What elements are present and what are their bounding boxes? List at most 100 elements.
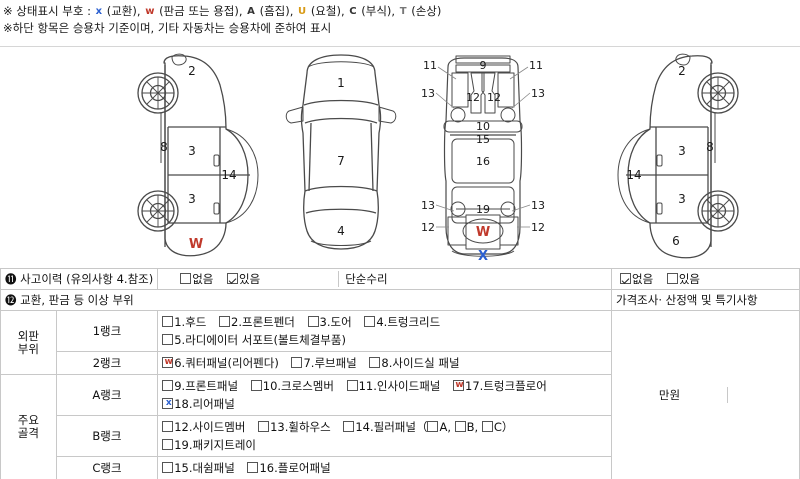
item-10-checkbox[interactable] bbox=[250, 380, 262, 391]
item-1-hood[interactable]: 1.후드 bbox=[162, 313, 206, 331]
simple-repair-none-checkbox[interactable] bbox=[620, 273, 631, 284]
item-8-checkbox[interactable] bbox=[369, 357, 381, 368]
diagram-label-14-left: 14 bbox=[221, 168, 236, 182]
item-12-side-member[interactable]: 12.사이드멤버 bbox=[162, 418, 245, 436]
rank-label-2: 2랭크 bbox=[55, 351, 159, 375]
diagram-label-13-rear-right: 13 bbox=[531, 199, 545, 212]
item-14-sub-a-label: A, bbox=[439, 420, 451, 434]
inspection-table: ⓫ 사고이력 (유의사항 4.참조) 없음 있음 단순수리 없음 있음 bbox=[0, 268, 800, 479]
diagram-label-16-floor-panel: 16 bbox=[476, 155, 490, 168]
accident-history-yes-label: 있음 bbox=[239, 272, 261, 286]
symbol-a-scratch: A bbox=[247, 6, 255, 17]
item-15-dash-panel[interactable]: 15.대쉼패널 bbox=[162, 459, 235, 477]
group-label-frame: 주요 골격 bbox=[0, 374, 57, 479]
diagram-left-side-view: 2 8 3 3 14 W bbox=[128, 51, 278, 261]
diagram-label-12-rear-right: 12 bbox=[531, 221, 545, 234]
items-rank2: 6.쿼터패널(리어펜다) 7.루브패널 8.사이드실 패널 bbox=[157, 351, 612, 375]
diagram-label-2-right: 2 bbox=[678, 64, 686, 78]
diagram-label-13-front-left: 13 bbox=[421, 87, 435, 100]
symbol-c-corrosion: C bbox=[349, 6, 357, 17]
item-2-checkbox[interactable] bbox=[219, 316, 231, 327]
item-7-checkbox[interactable] bbox=[291, 357, 303, 368]
item-14-sub-c-checkbox[interactable] bbox=[481, 421, 493, 432]
item-11-checkbox[interactable] bbox=[346, 380, 358, 391]
diagram-top-view: 1 7 4 bbox=[277, 51, 405, 261]
group-label-frame-line2: 골격 bbox=[17, 426, 39, 440]
diagram-label-3-front-left: 3 bbox=[188, 144, 196, 158]
item-14-pillar-panel[interactable]: 14.필러패널（A, B, C） bbox=[343, 418, 513, 436]
accident-history-label: ⓫ 사고이력 (유의사항 4.참조) bbox=[0, 268, 159, 290]
item-1-checkbox[interactable] bbox=[162, 316, 174, 327]
symbol-c-label: (부식), bbox=[361, 4, 396, 18]
item-15-checkbox[interactable] bbox=[162, 462, 174, 473]
symbol-u-label: (요철), bbox=[310, 4, 345, 18]
simple-repair-yes-label: 있음 bbox=[678, 272, 700, 286]
item-17-trunk-floor[interactable]: 17.트렁크플로어 bbox=[453, 377, 547, 395]
damage-section-label: ⓬ 교환, 판금 등 이상 부위 bbox=[0, 289, 612, 311]
item-6-quarter-panel[interactable]: 6.쿼터패널(리어펜다) bbox=[162, 354, 279, 372]
item-5-checkbox[interactable] bbox=[162, 334, 174, 345]
estimated-amount-cell[interactable]: 만원 bbox=[612, 387, 728, 403]
item-8-label: 8.사이드실 패널 bbox=[381, 356, 460, 370]
items-rankA-line1: 9.프론트패널 10.크로스멤버 11.인사이드패널 17.트렁크플로어 bbox=[162, 377, 607, 395]
item-11-inside-panel[interactable]: 11.인사이드패널 bbox=[346, 377, 440, 395]
item-13-wheel-house[interactable]: 13.휠하우스 bbox=[258, 418, 331, 436]
item-13-checkbox[interactable] bbox=[258, 421, 270, 432]
diagram-label-12-front-right: 12 bbox=[487, 91, 501, 104]
symbol-w-sheetmetal: w bbox=[145, 6, 155, 17]
accident-history-yes-checkbox[interactable] bbox=[227, 273, 239, 284]
item-14-sub-close: ） bbox=[501, 420, 514, 434]
diagram-label-12-rear-left: 12 bbox=[421, 221, 435, 234]
item-4-checkbox[interactable] bbox=[364, 316, 376, 327]
table-row-frame-rankB: B랭크 12.사이드멤버 13.휠하우스 14.필러패널（A, B, C）19.… bbox=[1, 415, 800, 457]
rank-label-1: 1랭크 bbox=[55, 310, 159, 352]
group-label-exterior-line2: 부위 bbox=[17, 341, 39, 356]
item-19-package-tray[interactable]: 19.패키지트레이 bbox=[162, 436, 256, 454]
item-14-sub-c-label: C bbox=[493, 420, 502, 434]
item-14-sub-a-checkbox[interactable] bbox=[427, 421, 439, 432]
item-14-checkbox[interactable] bbox=[343, 421, 355, 432]
item-5-radiator-support[interactable]: 5.라디에이터 서포트(볼트체결부품) bbox=[162, 331, 346, 349]
item-7-label: 7.루브패널 bbox=[303, 356, 357, 370]
item-8-side-sill-panel[interactable]: 8.사이드실 패널 bbox=[369, 354, 460, 372]
group-label-frame-line1: 주요 bbox=[17, 413, 39, 427]
diagram-right-side-view: 2 8 3 3 14 6 bbox=[598, 51, 748, 263]
item-2-front-fender[interactable]: 2.프론트펜더 bbox=[219, 313, 295, 331]
symbol-a-label: (흠집), bbox=[259, 4, 294, 18]
item-9-checkbox[interactable] bbox=[162, 380, 174, 391]
item-12-checkbox[interactable] bbox=[162, 421, 174, 432]
items-rank1-line2: 5.라디에이터 서포트(볼트체결부품) bbox=[162, 331, 607, 349]
table-row-frame-rankC: C랭크 15.대쉼패널 16.플로어패널 bbox=[1, 456, 800, 479]
item-3-door[interactable]: 3.도어 bbox=[307, 313, 352, 331]
item-16-checkbox[interactable] bbox=[247, 462, 259, 473]
items-rankB: 12.사이드멤버 13.휠하우스 14.필러패널（A, B, C）19.패키지트… bbox=[157, 415, 612, 457]
item-3-label: 3.도어 bbox=[319, 315, 352, 329]
item-17-checkbox[interactable] bbox=[453, 379, 465, 392]
group-label-exterior-line1: 외판 bbox=[17, 328, 39, 343]
item-9-front-panel[interactable]: 9.프론트패널 bbox=[162, 377, 238, 395]
legend-prefix: ※ 상태표시 부호 : bbox=[3, 4, 95, 18]
diagram-label-12-front-left: 12 bbox=[466, 91, 480, 104]
special-notes-cell[interactable] bbox=[728, 387, 799, 403]
diagram-label-2-left: 2 bbox=[188, 64, 196, 78]
item-16-floor-panel[interactable]: 16.플로어패널 bbox=[247, 459, 331, 477]
item-9-label: 9.프론트패널 bbox=[174, 379, 239, 393]
item-7-roof-panel[interactable]: 7.루브패널 bbox=[291, 354, 357, 372]
item-6-checkbox[interactable] bbox=[162, 356, 174, 369]
diagram-label-13-rear-left: 13 bbox=[421, 199, 435, 212]
item-2-label: 2.프론트펜더 bbox=[231, 315, 295, 329]
simple-repair-yes-checkbox[interactable] bbox=[666, 273, 678, 284]
item-18-rear-panel[interactable]: 18.리어패널 bbox=[162, 395, 235, 413]
item-18-checkbox[interactable] bbox=[162, 397, 174, 410]
diagram-label-3-rear-right: 3 bbox=[678, 192, 686, 206]
simple-repair-none-label: 없음 bbox=[632, 272, 654, 286]
item-14-sub-b-checkbox[interactable] bbox=[454, 421, 466, 432]
item-3-checkbox[interactable] bbox=[307, 316, 319, 327]
item-14-sub-b-label: B, bbox=[466, 420, 479, 434]
item-4-label: 4.트렁크리드 bbox=[376, 315, 441, 329]
item-10-cross-member[interactable]: 10.크로스멤버 bbox=[250, 377, 334, 395]
accident-history-none-checkbox[interactable] bbox=[180, 273, 192, 284]
item-19-checkbox[interactable] bbox=[162, 439, 174, 450]
item-4-trunk-lid[interactable]: 4.트렁크리드 bbox=[364, 313, 440, 331]
item-14-sub-open: （ bbox=[415, 420, 428, 434]
